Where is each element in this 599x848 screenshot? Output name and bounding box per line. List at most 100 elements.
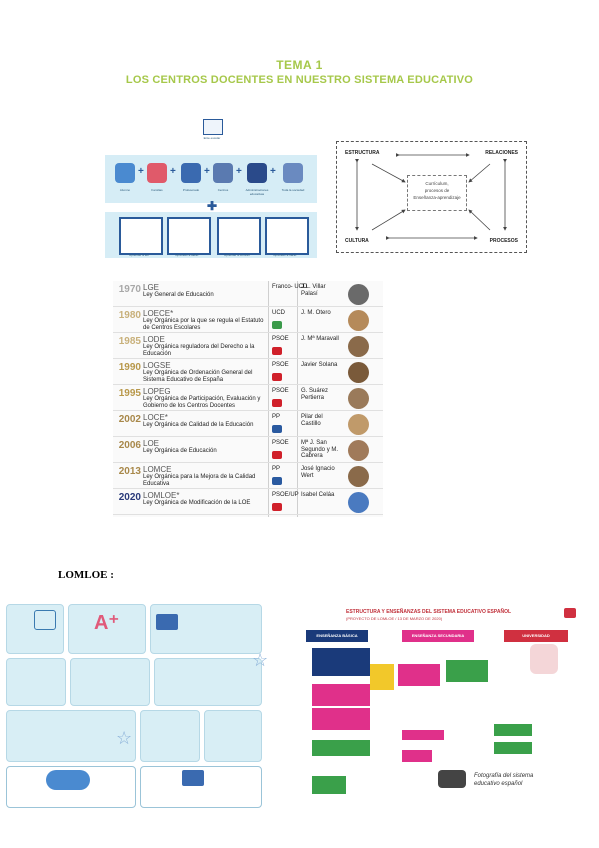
law-acronym: LOMCE (143, 465, 172, 474)
law-year: 1985 (118, 336, 141, 347)
diagram-arrows (355, 153, 507, 240)
law-party: UCD (272, 310, 285, 316)
law-acronym: LOGSE (143, 361, 171, 370)
party-logo-icon (272, 373, 282, 381)
minister-photo (348, 310, 369, 331)
minister-photo (348, 466, 369, 487)
minister-photo (348, 336, 369, 357)
block-fp-superior (494, 724, 532, 736)
law-acronym: LOMLOE* (143, 491, 180, 500)
law-acronym: LODE (143, 335, 165, 344)
camera-icon (438, 770, 466, 788)
law-year: 2006 (118, 440, 141, 451)
law-year: 1970 (118, 284, 141, 295)
card-medidas (6, 710, 136, 762)
book-icon (34, 610, 56, 630)
tema-title: TEMA 1 (276, 58, 323, 72)
law-minister: Javier Solana (301, 362, 338, 368)
law-party: PSOE (272, 388, 289, 394)
law-minister: J. M. Otero (301, 310, 331, 316)
law-name: Ley Orgánica reguladora del Derecho a la… (143, 344, 255, 357)
law-name: Ley Orgánica de Participación, Evaluació… (143, 396, 261, 409)
briefcase-icon (156, 614, 178, 630)
party-logo-icon (272, 477, 282, 485)
law-name: Ley Orgánica por la que se regula el Est… (143, 318, 264, 331)
school-dimensions-diagram: ESTRUCTURA RELACIONES CULTURA PROCESOS C… (336, 141, 527, 253)
card-ministerio (70, 658, 150, 706)
block-primaria (312, 648, 370, 676)
card-ensenanza (140, 710, 200, 762)
card-formacion (154, 658, 262, 706)
party-logo-icon (272, 425, 282, 433)
law-year: 1990 (118, 362, 141, 373)
law-party: PSOE/UP (272, 492, 299, 498)
minister-photo (348, 414, 369, 435)
students-icon (46, 770, 90, 790)
law-name: Ley Orgánica de Modificación de la LOE (143, 500, 251, 506)
law-party: PSOE (272, 362, 289, 368)
law-minister: J.L. Villar Palasí (301, 284, 326, 297)
label-estructura: ESTRUCTURA (345, 150, 380, 156)
party-logo-icon (272, 321, 282, 329)
teacher-icon (181, 163, 201, 183)
folder-icon (247, 163, 267, 183)
law-name: Ley Orgánica de Calidad de la Educación (143, 422, 254, 428)
block-fp-grado (312, 776, 346, 794)
school-icon (213, 163, 233, 183)
minister-photo (348, 388, 369, 409)
party-logo-icon (272, 451, 282, 459)
party-logo-icon (272, 347, 282, 355)
aim-card-3 (217, 217, 261, 255)
block-eso-2 (312, 708, 370, 730)
block-fp-medio (446, 660, 488, 682)
lomloe-heading: LOMLOE : (58, 569, 114, 581)
label-procesos: PROCESOS (489, 238, 518, 244)
chart-subtitle: (PROYECTO DE LOMLOE / 13 DE MARZO DE 202… (346, 616, 443, 621)
block-eso (312, 684, 370, 706)
law-minister: Pilar del Castillo (301, 414, 323, 427)
curriculum-box: Currículum, procesos de Enseñanza-aprend… (407, 175, 467, 211)
law-acronym: LOCE* (143, 413, 168, 422)
law-acronym: LGE (143, 283, 160, 292)
block-evaluacion (402, 730, 444, 740)
minister-photo (348, 362, 369, 383)
card-aprendizaje (68, 604, 146, 654)
block-evaluacion-2 (402, 750, 432, 762)
law-acronym: LOPEG (143, 387, 171, 396)
sm-logo-icon (564, 608, 576, 618)
aim-card-4 (265, 217, 309, 255)
agents-band (105, 155, 317, 203)
grade-icon: A⁺ (94, 612, 119, 634)
students-illustration (530, 644, 558, 674)
block-fp-basica (312, 740, 370, 756)
law-party: Franco- UCD (272, 284, 308, 290)
minister-photo (348, 284, 369, 305)
diploma-icon (203, 119, 223, 135)
laptop-icon (182, 770, 204, 786)
law-name: Ley Orgánica de Ordenación General del S… (143, 370, 253, 383)
col-secundaria: ENSEÑANZA SECUNDARIA POSTOBLIGATORIA (402, 630, 474, 650)
law-name: Ley Orgánica para la Mejora de la Calida… (143, 474, 256, 487)
card-cualificacion (6, 658, 66, 706)
education-structure-chart: ESTRUCTURA Y ENSEÑANZAS DEL SISTEMA EDUC… (298, 604, 588, 816)
aim-card-2 (167, 217, 211, 255)
law-year: 2002 (118, 414, 141, 425)
law-acronym: LOECE* (143, 309, 174, 318)
page-title: LOS CENTROS DOCENTES EN NUESTRO SISTEMA … (125, 74, 474, 86)
top-label: Ente escolar (203, 136, 221, 140)
card-coordinacion (204, 710, 262, 762)
label-cultura: CULTURA (345, 238, 369, 244)
student-icon (115, 163, 135, 183)
law-acronym: LOE (143, 439, 160, 448)
law-party: PP (272, 466, 281, 472)
law-minister: J. Mª Maravall (301, 336, 339, 342)
law-party: PSOE (272, 336, 289, 342)
law-minister: Mª J. San Segundo y M. Cabrera (301, 440, 339, 459)
globe-icon (283, 163, 303, 183)
law-minister: José Ignacio Wert (301, 466, 335, 479)
